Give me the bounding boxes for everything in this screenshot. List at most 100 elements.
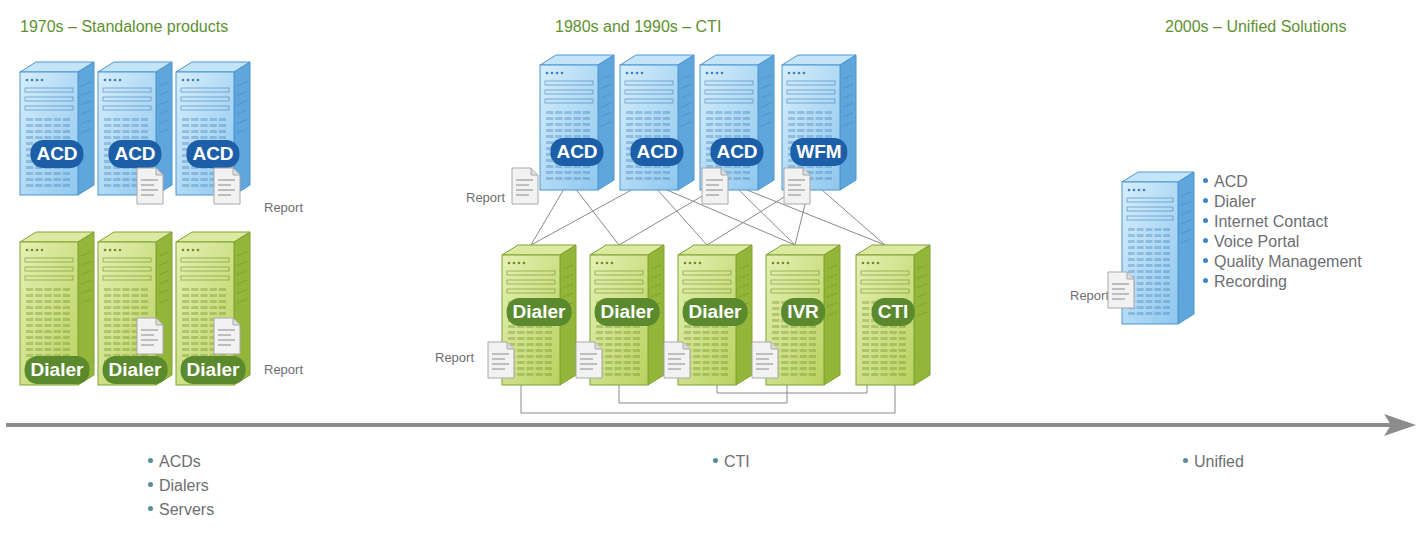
- timeline-arrowhead: [1384, 414, 1416, 436]
- report-sheet: [512, 168, 538, 204]
- bullet: [1203, 258, 1208, 263]
- server-icon: [620, 55, 694, 190]
- server-label: ACD: [30, 140, 83, 168]
- timeline-item: Servers: [148, 500, 214, 520]
- connector: [619, 385, 787, 403]
- label-text: Dialer: [1214, 193, 1256, 210]
- server-label: Dialer: [25, 356, 90, 384]
- server-node: Dialer: [502, 245, 576, 385]
- era-heading: 2000s – Unified Solutions: [1165, 18, 1346, 36]
- server-icon: [540, 55, 614, 190]
- server-label: ACD: [108, 140, 161, 168]
- server-node: ACD: [620, 55, 694, 190]
- bullet: [1183, 458, 1188, 463]
- label-text: Servers: [159, 501, 214, 518]
- server-label: Dialer: [181, 356, 246, 384]
- server-node: ACD: [700, 55, 774, 190]
- bullet: [1203, 238, 1208, 243]
- bullet: [1203, 278, 1208, 283]
- label-text: Internet Contact: [1214, 213, 1328, 230]
- connector: [531, 190, 631, 245]
- label-text: Report: [466, 190, 505, 205]
- server-node: ACD: [98, 62, 172, 195]
- report-label: Report: [1068, 288, 1111, 303]
- unified-server: [1122, 172, 1194, 324]
- server-node: CTI: [856, 245, 930, 385]
- server-label: ACD: [550, 138, 603, 166]
- era-heading: 1980s and 1990s – CTI: [555, 18, 721, 36]
- report-label: Report: [262, 362, 305, 377]
- label-text: 2000s – Unified Solutions: [1165, 18, 1346, 35]
- server-icon: [20, 62, 94, 195]
- feature-item: Dialer: [1203, 192, 1256, 212]
- server-node: ACD: [176, 62, 250, 195]
- server-node: ACD: [20, 62, 94, 195]
- report-sheet: [1108, 272, 1134, 308]
- feature-item: Recording: [1203, 272, 1287, 292]
- label-text: Report: [264, 362, 303, 377]
- label-text: 1980s and 1990s – CTI: [555, 18, 721, 35]
- era-heading: 1970s – Standalone products: [20, 18, 228, 36]
- server-node: Dialer: [176, 232, 250, 385]
- label-text: ACD: [1214, 173, 1248, 190]
- feature-item: Internet Contact: [1203, 212, 1328, 232]
- connector: [531, 190, 563, 245]
- server-label: WFM: [790, 138, 847, 166]
- server-label: CTI: [872, 298, 915, 326]
- timeline-item: ACDs: [148, 452, 201, 472]
- server-node: Dialer: [590, 245, 664, 385]
- server-label: ACD: [186, 140, 239, 168]
- label-text: ACDs: [159, 453, 201, 470]
- label-text: Quality Management: [1214, 253, 1362, 270]
- connector: [747, 190, 885, 245]
- server-label: ACD: [710, 138, 763, 166]
- server-label: IVR: [781, 298, 825, 326]
- label-text: Report: [264, 200, 303, 215]
- report-label: Report: [433, 350, 476, 365]
- bullet: [713, 458, 718, 463]
- server-node: ACD: [540, 55, 614, 190]
- server-icon: [700, 55, 774, 190]
- bullet: [148, 506, 153, 511]
- timeline-item: Dialers: [148, 476, 209, 496]
- label-text: Unified: [1194, 453, 1244, 470]
- label-text: Dialers: [159, 477, 209, 494]
- report-label: Report: [262, 200, 305, 215]
- feature-item: Voice Portal: [1203, 232, 1299, 252]
- server-label: Dialer: [595, 298, 660, 326]
- label-text: 1970s – Standalone products: [20, 18, 228, 35]
- connector: [717, 385, 867, 393]
- bullet: [1203, 218, 1208, 223]
- timeline-axis: [6, 423, 1392, 427]
- server-label: Dialer: [683, 298, 748, 326]
- server-icon: [98, 62, 172, 195]
- bullet: [148, 458, 153, 463]
- feature-item: ACD: [1203, 172, 1248, 192]
- connector: [577, 190, 620, 245]
- bullet: [148, 482, 153, 487]
- connector: [667, 190, 795, 245]
- connector: [707, 190, 795, 245]
- label-text: Report: [435, 350, 474, 365]
- connector: [822, 190, 885, 245]
- bullet: [1203, 198, 1208, 203]
- timeline-item: CTI: [713, 452, 750, 472]
- server-label: ACD: [630, 138, 683, 166]
- server-node: Dialer: [20, 232, 94, 385]
- label-text: Recording: [1214, 273, 1287, 290]
- server-node: WFM: [782, 55, 856, 190]
- label-text: Voice Portal: [1214, 233, 1299, 250]
- server-icon: [782, 55, 856, 190]
- timeline-item: Unified: [1183, 452, 1244, 472]
- bullet: [1203, 178, 1208, 183]
- connector: [795, 190, 809, 245]
- connector: [521, 385, 895, 413]
- connector: [619, 190, 713, 245]
- server-node: Dialer: [98, 232, 172, 385]
- server-label: Dialer: [103, 356, 168, 384]
- label-text: Report: [1070, 288, 1109, 303]
- label-text: CTI: [724, 453, 750, 470]
- report-label: Report: [464, 190, 507, 205]
- feature-item: Quality Management: [1203, 252, 1362, 272]
- server-node: IVR: [766, 245, 840, 385]
